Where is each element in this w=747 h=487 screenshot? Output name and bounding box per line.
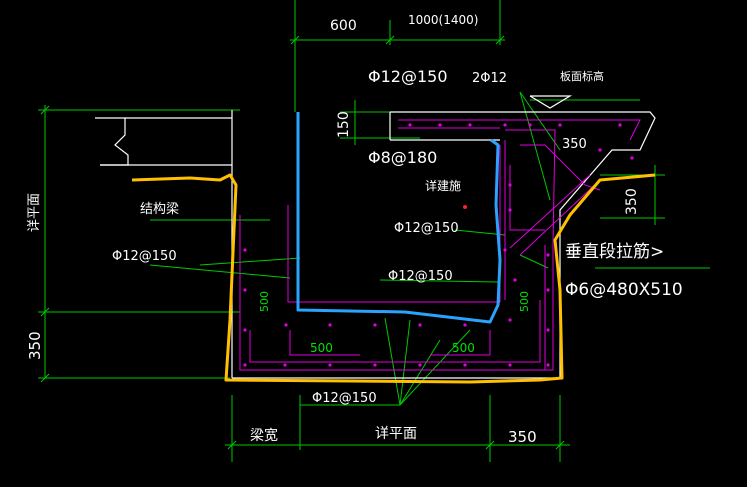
dim-right-step: 350 — [562, 137, 587, 152]
label-wall-bars: Φ12@150 — [388, 269, 453, 284]
rebar-lines — [239, 119, 641, 371]
label-tie-bar-spec: Φ6@480X510 — [565, 280, 683, 300]
label-top-bars: Φ12@150 — [368, 67, 448, 86]
label-top-pair: 2Φ12 — [472, 71, 507, 86]
reference-point — [463, 205, 467, 209]
label-mid-bars: Φ8@180 — [368, 148, 437, 167]
label-architectural: 详建施 — [425, 178, 461, 193]
dim-slab-thickness: 150 — [336, 111, 352, 138]
label-tie-bar-title: 垂直段拉筋> — [565, 242, 664, 262]
lap-bottom-left: 500 — [310, 341, 333, 355]
lap-right-wall: 500 — [518, 291, 531, 312]
lap-bottom-right: 500 — [452, 341, 475, 355]
label-bottom-bars: Φ12@150 — [312, 391, 377, 406]
dim-bottom-detail: 详平面 — [375, 426, 417, 442]
label-structural-beam: 结构梁 — [140, 202, 179, 217]
label-left-bars: Φ12@150 — [112, 249, 177, 264]
dim-bottom-right: 350 — [508, 428, 537, 446]
lap-left-wall: 500 — [258, 291, 271, 312]
label-inner-bars: Φ12@150 — [394, 221, 459, 236]
label-floor-elevation: 板面标高 — [560, 69, 604, 83]
dim-right-step-vertical: 350 — [624, 188, 640, 215]
dim-left-vertical-value: 350 — [26, 331, 44, 360]
rebar-dots — [243, 123, 634, 367]
dim-top-right: 1000(1400) — [408, 13, 478, 27]
dim-left-vertical-label: 详平面 — [27, 193, 42, 232]
blue-highlight-path — [296, 112, 502, 324]
dim-top-left: 600 — [330, 18, 357, 34]
yellow-highlight-path — [131, 173, 656, 384]
dim-bottom-beam-width: 梁宽 — [250, 427, 278, 444]
